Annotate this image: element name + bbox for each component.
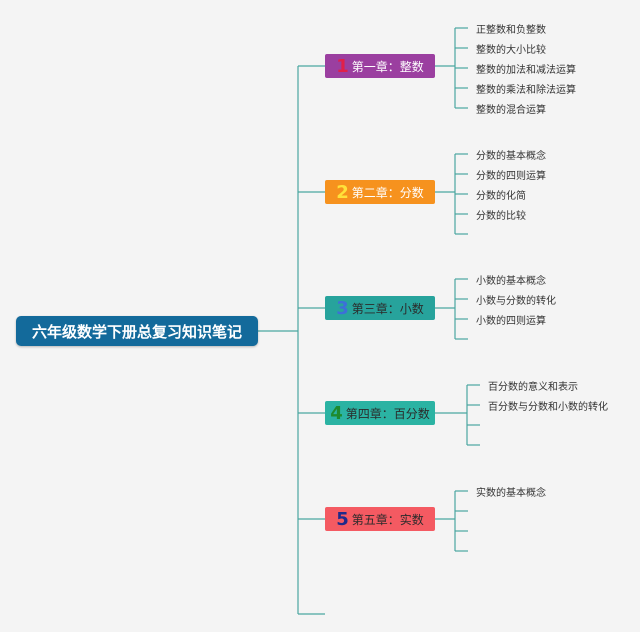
chapter-title: 第二章：分数 xyxy=(351,185,424,200)
chapter-number: 4 xyxy=(330,402,343,424)
leaf-topic[interactable]: 正整数和负整数 xyxy=(476,25,546,36)
chapter-title: 第五章：实数 xyxy=(351,512,424,527)
root-title: 六年级数学下册总复习知识笔记 xyxy=(31,322,242,341)
leaf-topic[interactable]: 分数的基本概念 xyxy=(476,151,546,162)
leaf-topic[interactable]: 分数的四则运算 xyxy=(476,171,546,182)
leaf-topic[interactable]: 分数的比较 xyxy=(476,211,526,222)
leaf-topic[interactable]: 百分数的意义和表示 xyxy=(488,382,578,393)
root-topic[interactable]: 六年级数学下册总复习知识笔记 xyxy=(16,316,258,346)
leaf-topic[interactable]: 百分数与分数和小数的转化 xyxy=(488,402,608,413)
leaf-topic[interactable]: 小数的四则运算 xyxy=(476,316,546,327)
chapter-title: 第四章：百分数 xyxy=(345,406,430,421)
leaf-topic[interactable]: 分数的化简 xyxy=(476,191,526,202)
chapter-number: 1 xyxy=(336,55,349,77)
leaf-topic[interactable]: 小数的基本概念 xyxy=(476,276,546,287)
leaf-topic[interactable]: 整数的大小比较 xyxy=(476,45,546,56)
leaf-topic[interactable]: 整数的乘法和除法运算 xyxy=(476,85,576,96)
chapter-title: 第一章：整数 xyxy=(351,59,424,74)
chapter-number: 5 xyxy=(336,508,349,530)
chapter-number: 2 xyxy=(336,181,349,203)
leaf-topic[interactable]: 整数的混合运算 xyxy=(476,105,546,116)
leaf-topic[interactable]: 小数与分数的转化 xyxy=(476,296,556,307)
chapter-title: 第三章：小数 xyxy=(351,301,424,316)
leaf-topic[interactable]: 整数的加法和减法运算 xyxy=(476,65,576,76)
chapter-number: 3 xyxy=(336,297,349,319)
leaf-topic[interactable]: 实数的基本概念 xyxy=(476,488,546,499)
